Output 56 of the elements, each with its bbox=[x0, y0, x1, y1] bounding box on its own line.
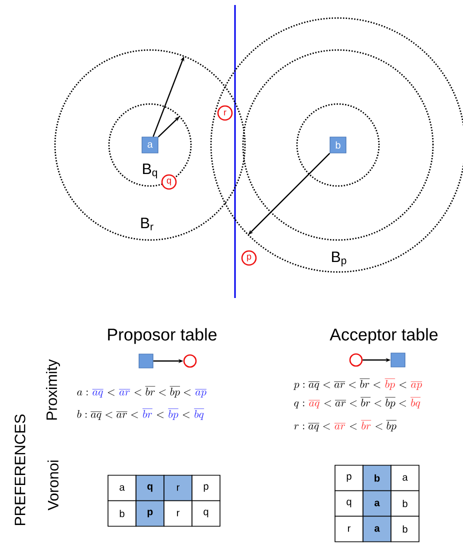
preference-term: $b : \overline{aq} < \overline{ar} <$ bbox=[77, 410, 138, 420]
table-cell: p bbox=[334, 464, 364, 492]
table-cell: b bbox=[390, 490, 420, 517]
point-square: a bbox=[142, 136, 158, 154]
preference-term: $< \overline{ar} < \overline{br} < \overline{bp} <$ bbox=[324, 397, 406, 408]
table-heading: Proposor table bbox=[108, 328, 216, 344]
point-circle bbox=[349, 353, 363, 367]
point-square bbox=[390, 352, 406, 368]
preference-term: $\overline{ar}$ bbox=[334, 423, 346, 430]
arrow bbox=[158, 116, 180, 138]
table-cell: q bbox=[136, 474, 164, 502]
preference-term: $<$ bbox=[108, 389, 115, 396]
dotted-ring bbox=[296, 103, 380, 187]
preference-term: $\overline{ap}$ bbox=[195, 389, 206, 398]
preference-term: $< \overline{br} < \overline{bp} <$ bbox=[134, 386, 191, 398]
table-cell: a bbox=[108, 474, 136, 502]
dotted-ring bbox=[242, 49, 434, 241]
table-cell: a bbox=[362, 490, 392, 517]
preference-term: $\overline{ap}$ bbox=[410, 382, 422, 390]
table-cell: a bbox=[390, 464, 420, 492]
preference-term: $\overline{br}$ bbox=[361, 420, 372, 430]
table-cell: p bbox=[136, 500, 164, 527]
preference-term: $<$ bbox=[156, 412, 164, 418]
row-heading: Proximity bbox=[46, 359, 60, 420]
preference-term: $\overline{ar}$ bbox=[119, 389, 130, 396]
table-cell: r bbox=[334, 516, 364, 542]
preference-term: $q :$ bbox=[294, 401, 304, 408]
table-cell: a bbox=[362, 516, 392, 542]
preference-term: $\overline{bq}$ bbox=[410, 397, 421, 408]
table-cell: b bbox=[108, 500, 136, 527]
table-heading: Acceptor table bbox=[330, 328, 438, 344]
preference-term: $p : \overline{aq} < \overline{ar} < \overline{br} <$ bbox=[293, 378, 380, 390]
preference-term: $\overline{aq}$ bbox=[92, 389, 104, 398]
table-cell: q bbox=[334, 490, 364, 517]
preference-term: $\overline{bp}$ bbox=[168, 408, 178, 420]
row-heading: Voronoi bbox=[48, 460, 58, 510]
point-square: b bbox=[330, 136, 346, 154]
preference-term: $<$ bbox=[350, 423, 357, 430]
point-circle bbox=[183, 354, 197, 368]
preference-term: $\overline{bp}$ bbox=[384, 378, 396, 390]
table-cell: q bbox=[192, 500, 220, 527]
preference-term: $<$ bbox=[400, 382, 406, 388]
table-cell: p bbox=[192, 474, 220, 502]
preference-term: $\overline{bq}$ bbox=[194, 408, 204, 420]
table-cell: r bbox=[164, 474, 192, 502]
point-square bbox=[138, 354, 154, 368]
preference-term: $a :$ bbox=[77, 390, 88, 396]
table-cell: b bbox=[390, 516, 420, 542]
row-heading: PREFERENCES bbox=[14, 414, 26, 526]
preference-term: $\overline{aq}$ bbox=[308, 400, 320, 408]
preference-term: $\overline{br}$ bbox=[142, 408, 152, 418]
preference-term: $r : \overline{aq} <$ bbox=[294, 423, 330, 432]
table-cell: b bbox=[362, 464, 392, 492]
table-cell: r bbox=[164, 500, 192, 527]
preference-term: $<$ bbox=[182, 412, 190, 418]
preference-term: $< \overline{bp}$ bbox=[376, 420, 396, 432]
